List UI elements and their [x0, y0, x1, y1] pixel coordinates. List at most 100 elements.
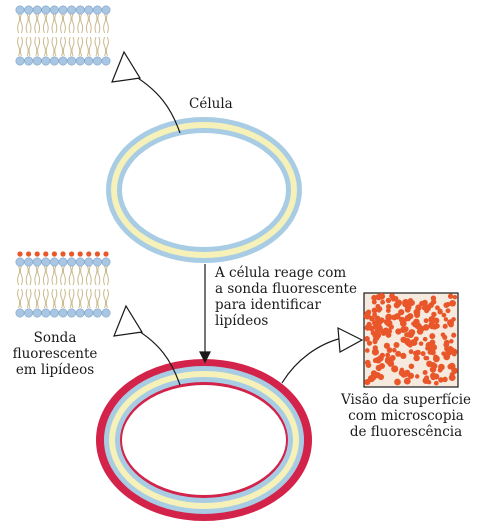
fluorescent-spot: [429, 333, 436, 340]
fluorescent-spot: [407, 299, 412, 305]
fluorescent-spot: [392, 347, 397, 353]
fluorescent-spot: [398, 309, 405, 316]
fluorescent-spot: [393, 296, 399, 301]
lipid-head: [75, 5, 85, 15]
fluorescent-spot: [363, 312, 371, 320]
fluorescence-microscopy-view: [363, 292, 459, 388]
fluorescent-spot: [441, 312, 447, 318]
fluorescent-spot: [428, 321, 434, 327]
cell-label: Célula: [189, 96, 233, 112]
surface-line-1: Visão da superfície: [340, 392, 472, 408]
lipid-head: [15, 308, 25, 318]
lipid-head: [58, 308, 68, 318]
lipid-head: [67, 56, 77, 66]
fluorescent-spot: [375, 303, 381, 309]
fluorescent-spot: [438, 363, 445, 371]
lipid-head: [84, 257, 94, 267]
lipid-head: [15, 5, 25, 15]
fluorescent-spot: [395, 350, 402, 357]
lipid-head: [32, 257, 42, 267]
fluorescent-probe-dot: [86, 251, 92, 257]
lipid-head: [49, 5, 59, 15]
fluorescent-spot: [375, 364, 382, 372]
fluorescent-spot: [380, 299, 386, 305]
fluorescent-spot: [431, 324, 437, 330]
cell-interior-lower: [125, 386, 283, 494]
fluorescent-spot: [364, 348, 370, 353]
fluorescent-spot: [433, 380, 439, 386]
fluorescent-spot: [415, 349, 421, 356]
fluorescent-spot: [395, 328, 402, 335]
fluorescent-spot: [452, 294, 458, 300]
lipid-head: [84, 56, 94, 66]
fluorescent-spot: [430, 295, 437, 301]
lipid-bilayer-with-probe: [15, 251, 111, 318]
fluorescent-spot: [371, 348, 379, 356]
lipid-head: [49, 308, 59, 318]
fluorescent-spot: [414, 319, 420, 325]
fluorescent-spot: [422, 324, 430, 331]
fluorescent-spot: [413, 354, 420, 362]
lipid-head: [32, 56, 42, 66]
fluorescent-spot: [426, 379, 432, 385]
cell-membrane-upper: [106, 117, 302, 263]
fluorescent-spot: [375, 293, 383, 301]
fluorescent-spot: [400, 326, 407, 334]
fluorescent-spot: [385, 356, 392, 363]
surface-line-3: de fluorescência: [349, 424, 463, 440]
fluorescent-spot: [443, 317, 449, 322]
fluorescent-spot: [398, 316, 406, 323]
fluorescent-spot: [391, 314, 398, 321]
lipid-head: [41, 308, 51, 318]
fluorescent-probe-dot: [17, 251, 23, 257]
fluorescent-spot: [423, 355, 428, 361]
step-line-4: lipídeos: [215, 313, 269, 329]
lipid-head: [49, 257, 59, 267]
fluorescent-spot: [443, 341, 450, 348]
lipid-head: [92, 308, 102, 318]
fluorescent-spot: [385, 352, 391, 358]
fluorescent-probe-dot: [43, 251, 49, 257]
fluorescent-spot: [364, 336, 370, 342]
lipid-head: [101, 257, 111, 267]
fluorescent-spot: [398, 369, 406, 377]
fluorescent-spot: [433, 317, 440, 324]
fluorescent-spot: [451, 351, 457, 357]
fluorescent-spot: [408, 349, 414, 355]
fluorescent-spot: [431, 311, 437, 318]
lipid-head: [67, 5, 77, 15]
fluorescent-spot: [413, 308, 421, 316]
fluorescent-spot: [376, 319, 383, 326]
lipid-head: [24, 257, 34, 267]
fluorescent-spot: [383, 342, 390, 349]
fluorescent-spot: [393, 302, 401, 309]
lipid-head: [41, 56, 51, 66]
fluorescent-spot: [371, 307, 378, 314]
fluorescent-spot: [424, 375, 430, 381]
lipid-head: [67, 257, 77, 267]
fluorescent-probe-dot: [26, 251, 32, 257]
fluorescent-spot: [451, 317, 456, 322]
probe-label: Sonda fluorescente em lipídeos: [6, 330, 104, 378]
lipid-bilayer-top: [15, 5, 111, 66]
fluorescent-spot: [438, 377, 444, 383]
fluorescent-spot: [389, 355, 396, 361]
fluorescent-spot: [405, 339, 412, 347]
lipid-head: [101, 308, 111, 318]
fluorescent-spot: [423, 318, 429, 324]
fluorescent-spot: [366, 340, 373, 346]
lipid-head: [67, 308, 77, 318]
fluorescent-spot: [448, 362, 456, 370]
lipid-head: [15, 56, 25, 66]
fluorescent-spot: [429, 372, 437, 380]
fluorescent-spot: [424, 304, 432, 312]
membrane-inner-ring-lower: [109, 371, 299, 509]
fluorescent-spot: [385, 297, 392, 304]
fluorescent-probe-dot: [94, 251, 100, 257]
fluorescent-spot: [449, 299, 456, 307]
fluorescent-spot: [385, 304, 392, 310]
probe-line-1: Sonda: [33, 330, 77, 346]
lipid-head: [75, 257, 85, 267]
lipid-head: [15, 257, 25, 267]
